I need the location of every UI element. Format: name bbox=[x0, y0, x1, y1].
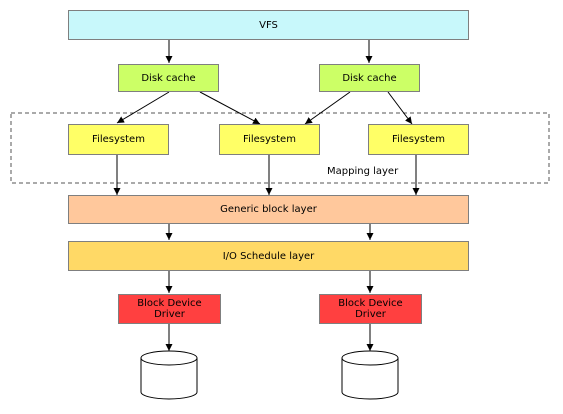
arrow-cache-right-to-fs3 bbox=[387, 91, 413, 125]
block-device-driver-right-label: Block Device Driver bbox=[338, 298, 403, 320]
generic-block-layer-label: Generic block layer bbox=[220, 204, 317, 215]
disk-cache-left-label: Disk cache bbox=[141, 72, 196, 84]
arrow-cache-left-to-fs1 bbox=[116, 91, 170, 124]
block-device-driver-left-label: Block Device Driver bbox=[137, 298, 202, 320]
filesystem-1-box: Filesystem bbox=[68, 124, 169, 155]
filesystem-2-box: Filesystem bbox=[219, 124, 320, 155]
arrow-cache-left-to-fs2 bbox=[199, 91, 261, 125]
block-device-driver-left-box: Block Device Driver bbox=[118, 294, 221, 324]
filesystem-1-label: Filesystem bbox=[92, 134, 145, 145]
disk-cache-left-box: Disk cache bbox=[118, 64, 219, 92]
disk-cache-right-label: Disk cache bbox=[342, 72, 397, 84]
generic-block-layer-box: Generic block layer bbox=[68, 195, 469, 224]
arrow-cache-right-to-fs2 bbox=[304, 91, 351, 125]
filesystem-3-label: Filesystem bbox=[392, 134, 445, 145]
disk-left-icon bbox=[140, 350, 198, 400]
io-schedule-layer-label: I/O Schedule layer bbox=[222, 250, 315, 262]
mapping-layer-frame bbox=[10, 112, 550, 184]
filesystem-3-box: Filesystem bbox=[368, 124, 469, 155]
filesystem-2-label: Filesystem bbox=[243, 134, 296, 145]
disk-right-icon bbox=[341, 350, 399, 400]
mapping-layer-label: Mapping layer bbox=[327, 166, 399, 177]
vfs-label: VFS bbox=[259, 19, 278, 31]
disk-cache-right-box: Disk cache bbox=[319, 64, 420, 92]
vfs-box: VFS bbox=[68, 10, 469, 40]
io-schedule-layer-box: I/O Schedule layer bbox=[68, 241, 469, 271]
block-device-driver-right-box: Block Device Driver bbox=[319, 294, 422, 324]
